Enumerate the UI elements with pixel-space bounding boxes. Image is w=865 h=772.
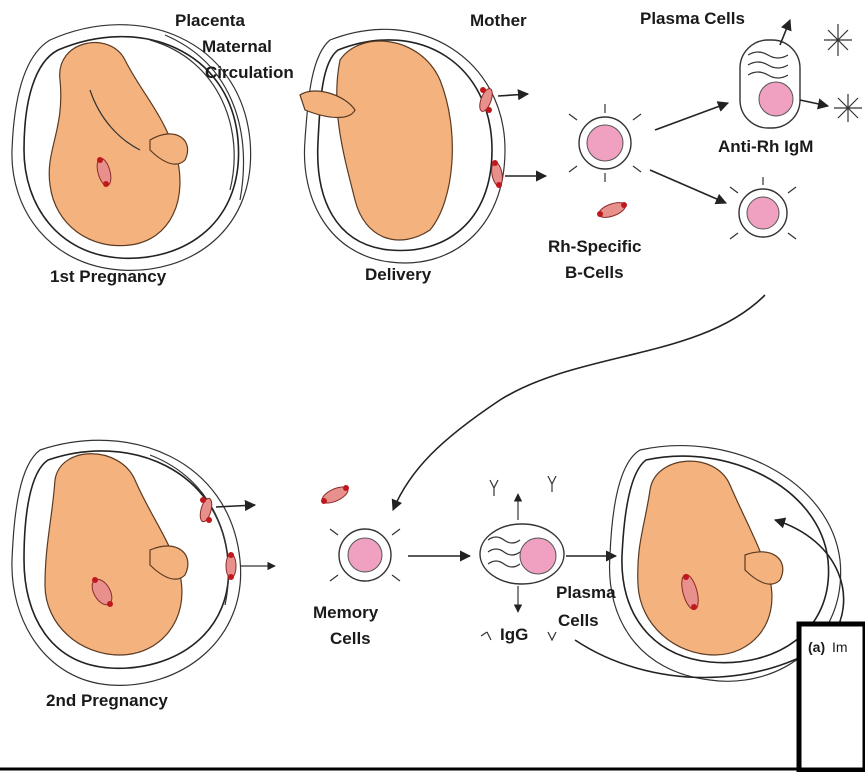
rh-specific-b-cell	[569, 104, 641, 182]
arrow-bcell-to-plasma	[655, 103, 728, 130]
label-memory-cells: Cells	[330, 629, 371, 648]
arrow-bcell-to-second-cell	[650, 170, 726, 203]
label-circulation: Circulation	[205, 63, 294, 82]
memory-rbc	[320, 484, 350, 507]
inset-text: Im	[832, 639, 848, 655]
igg-y-3	[481, 632, 491, 640]
arrow-plasma-right	[800, 100, 828, 106]
label-plasma-cells-top: Plasma Cells	[640, 9, 745, 28]
plasma-cell-bottom	[480, 524, 564, 584]
arrow-plasma-up	[780, 20, 790, 45]
igg-y-4	[548, 632, 556, 640]
arrow-delivery-to-mother	[498, 94, 528, 96]
label-plasma-cells-bottom: Cells	[558, 611, 599, 630]
label-first-pregnancy: 1st Pregnancy	[50, 267, 167, 286]
label-mother: Mother	[470, 11, 527, 30]
second-pregnancy-rbc-upper	[198, 497, 214, 523]
label-anti-rh-igm: Anti-Rh IgM	[718, 137, 813, 156]
label-b-cells: B-Cells	[565, 263, 624, 282]
memory-cell	[330, 529, 400, 581]
label-placenta: Placenta	[175, 11, 245, 30]
inset-panel: (a) Im	[799, 624, 865, 772]
label-plasma-bottom: Plasma	[556, 583, 616, 602]
igm-star-right	[834, 94, 862, 122]
label-delivery: Delivery	[365, 265, 432, 284]
label-igg: IgG	[500, 625, 528, 644]
igm-star-top	[824, 24, 852, 56]
inset-prefix: (a)	[808, 639, 825, 655]
igg-y-2	[548, 476, 556, 492]
label-second-pregnancy: 2nd Pregnancy	[46, 691, 168, 710]
rh-specific-rbc	[597, 200, 627, 221]
b-cell-lower-right	[730, 177, 796, 239]
label-memory: Memory	[313, 603, 379, 622]
label-maternal: Maternal	[202, 37, 272, 56]
arrow-second-upper	[216, 505, 255, 507]
plasma-cell-top	[740, 40, 800, 128]
igg-y-1	[490, 480, 498, 496]
label-rh-specific: Rh-Specific	[548, 237, 642, 256]
